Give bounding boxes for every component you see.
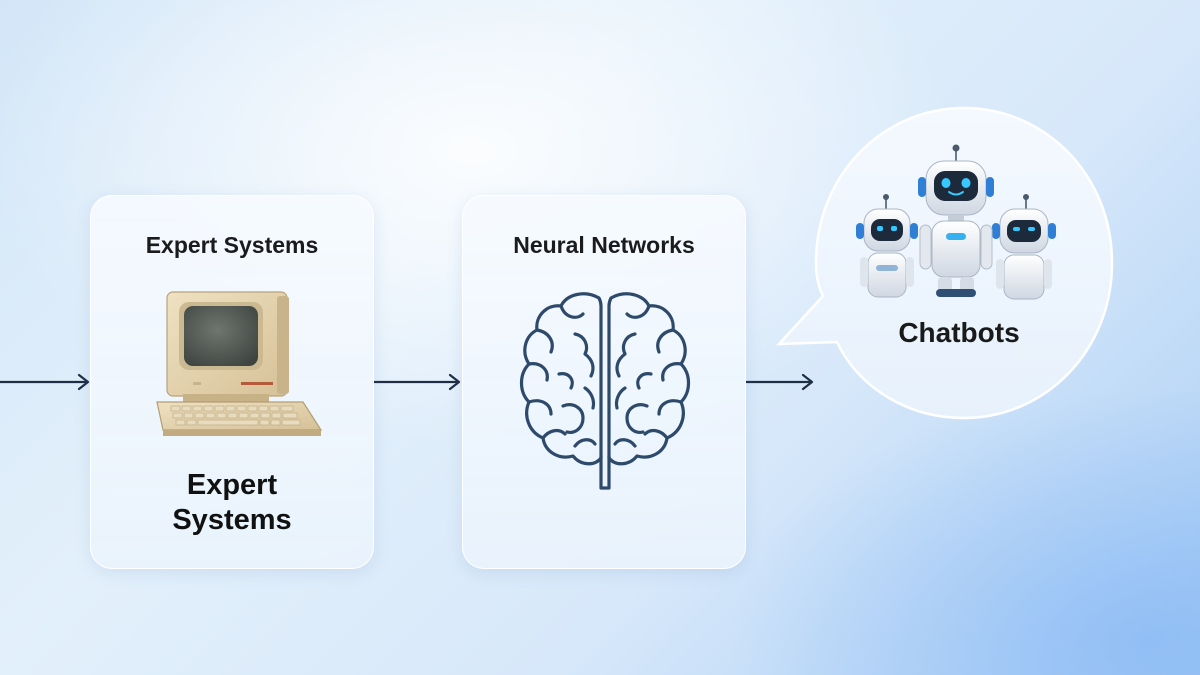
stage-card-expert-systems: Expert Systems [90,195,374,569]
stage-title: Neural Networks [513,232,695,258]
stage-caption-line: Systems [172,504,292,536]
flow-arrow-2 [744,372,816,392]
robots-icon [852,143,1060,306]
stage-card-neural-networks: Neural Networks [462,195,746,569]
flow-arrow-entry [0,372,92,392]
chatbots-label: Chatbots [898,317,1020,348]
flow-arrow-1 [371,372,463,392]
stage-caption: Expert Systems [91,468,373,538]
stage-title: Expert Systems [145,232,319,258]
vintage-computer-icon [153,290,325,447]
brain-icon [515,288,695,501]
stage-caption-line: Expert [186,469,278,501]
